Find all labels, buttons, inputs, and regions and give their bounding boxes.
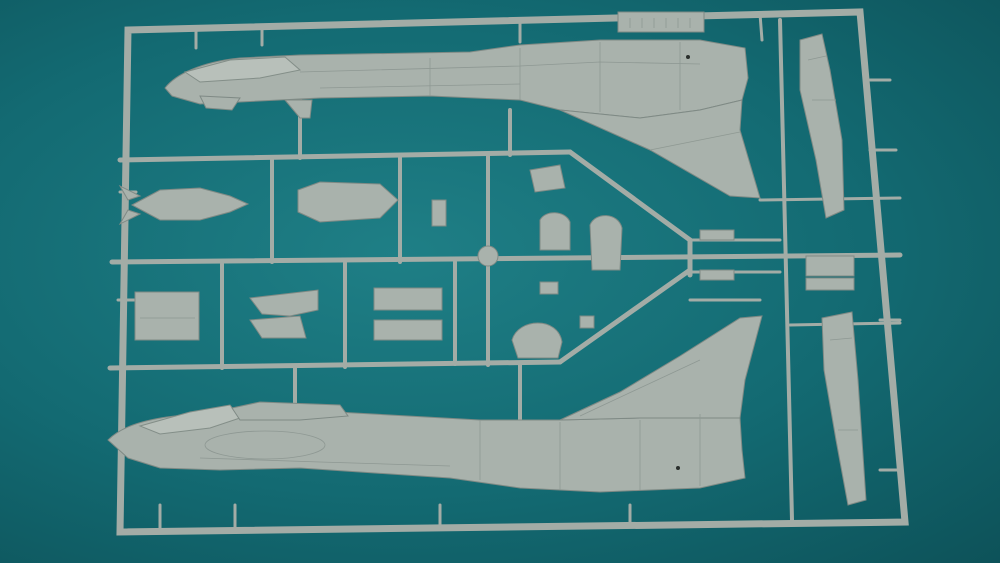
antenna-part-1 [699, 229, 735, 241]
fuel-tank [297, 181, 399, 223]
frame-runner [116, 8, 909, 536]
intake-duct-details [807, 55, 858, 431]
sprue-hub [477, 245, 499, 267]
missile-fin-top [118, 184, 142, 201]
right-bracket-part-2 [805, 277, 855, 291]
small-bracket [539, 281, 559, 295]
runner-right-vertical [778, 18, 794, 522]
small-parts [134, 164, 855, 359]
flap-part-upper [373, 287, 443, 311]
antenna-part-2 [699, 269, 735, 281]
runner-diagonal-lower [557, 267, 693, 365]
inner-runners [107, 18, 903, 522]
right-bracket-part [805, 255, 855, 277]
upper-intake-lip [199, 95, 241, 111]
upper-hole [686, 55, 690, 59]
fuselage-half-upper [164, 39, 761, 199]
lower-spine-bulge [231, 401, 349, 421]
upper-canopy-area [183, 56, 302, 83]
missile-part [118, 184, 250, 226]
lower-tail-fin [559, 315, 763, 421]
seat-back-right [589, 215, 623, 271]
lower-panel-lines [199, 359, 701, 490]
intake-duct-upper [799, 33, 845, 219]
runner-diagonal-upper [567, 149, 693, 243]
runner-middle-horizontal [109, 252, 903, 265]
seat-part-top [529, 164, 566, 193]
fuselage-half-lower [107, 315, 763, 493]
gear-door-a [249, 289, 319, 317]
sprue-frame [116, 8, 909, 536]
upper-tail-fin [559, 99, 761, 199]
lower-hole [676, 466, 680, 470]
small-bracket-2 [579, 315, 595, 329]
runner-upper-horizontal [117, 149, 573, 163]
missile-body [130, 187, 250, 221]
flap-part-lower [373, 319, 443, 341]
panel-block [134, 291, 200, 341]
lower-fuselage-body [107, 409, 746, 493]
frame-label-tab [617, 11, 705, 33]
runner-lower-horizontal [107, 359, 563, 371]
upper-panel-lines [299, 42, 741, 151]
missile-fin-bottom [118, 209, 142, 226]
upper-pylon [283, 99, 313, 119]
intake-duct-lower [821, 311, 867, 506]
pylon-part [431, 199, 447, 227]
seat-back-left [539, 212, 571, 251]
gear-door-b [249, 315, 307, 339]
frame-label-ridges [629, 18, 691, 28]
intake-ducts [799, 33, 867, 506]
instrument-panel [511, 322, 563, 359]
